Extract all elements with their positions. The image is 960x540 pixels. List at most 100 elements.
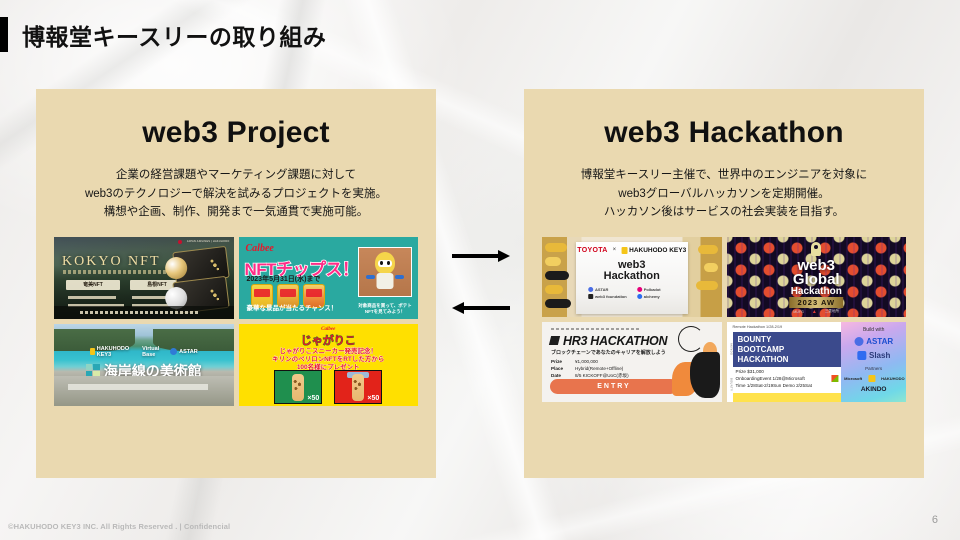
bounty-vertical-label-1: AKINDO [726, 331, 733, 367]
key3-label: HAKUHODO KEY3 [881, 375, 906, 381]
right-panel-title: web3 Hackathon [604, 116, 844, 149]
bounty-topbar: Remote Hackathon 1/28-2/19 [732, 324, 783, 329]
jal-hakuhodo-logo: JAPAN AIRLINES | HAKUHODO [177, 239, 230, 244]
toyota-brand-row: TOYOTA × HAKUHODO KEY3 [577, 246, 686, 254]
bounty-vertical-label-2: BOUNTY [726, 369, 733, 400]
kokyo-badge-shimane: 島根NFT [130, 279, 184, 290]
book-icon [548, 336, 561, 346]
hr3-illustration [660, 322, 722, 402]
calbee-mascot-image [358, 246, 412, 297]
cross-icon: × [612, 247, 617, 254]
thumbnail-kokyo-nft[interactable]: JAPAN AIRLINES | HAKUHODO KOKYO NFT 奄美NF… [54, 236, 234, 319]
toyota-title-line-2: Hackathon [603, 269, 660, 282]
thumbnail-jagarico-nft[interactable]: Calbee じゃがりこ じゃがりこスニーカー発売記念！ キリンのペリロンNFT… [238, 323, 418, 406]
polkadot-logo: Polkadot [636, 286, 676, 292]
global-sponsor-row: MUFG ▲ 三菱地所 [793, 309, 839, 315]
copyright-footer: ©HAKUHODO KEY3 INC. All Rights Reserved … [8, 522, 231, 531]
bidirectional-arrows [452, 250, 510, 314]
jagarico-card-red: ×50 [334, 369, 383, 404]
calbee-logo: Calbee [245, 242, 274, 254]
page-title: 博報堂キースリーの取り組み [22, 23, 327, 50]
right-panel-description: 博報堂キースリー主催で、世界中のエンジニアを対象に web3グローバルハッカソン… [524, 166, 924, 222]
toyota-sponsor-logos: ASTAR Polkadot web3 foundation alchemy [587, 286, 676, 299]
seawall-dock [54, 375, 234, 406]
thumbnail-toyota-key3-hackathon[interactable]: TOYOTA × HAKUHODO KEY3 web3 Hackathon AS… [542, 236, 722, 317]
kokyo-text-line-1 [68, 295, 116, 299]
web3-foundation-logo: web3 foundation [587, 293, 627, 299]
slash-logo: Slash [857, 350, 890, 360]
global-title-line-2: Global [792, 270, 840, 288]
calbee-caption: 対象商品を買って、ポテトNFTを見てみよう！ [358, 303, 412, 315]
left-panel-title: web3 Project [142, 116, 330, 149]
kokyo-title: KOKYO NFT [62, 253, 161, 269]
thumbnail-hr3-hackathon[interactable]: HR3 HACKATHON ブロックチェーンであなたのキャリアを解放しよう Pr… [542, 321, 722, 402]
right-desc-line-3: ハッカソン後はサービスの社会実装を目指す。 [603, 206, 845, 219]
left-panel-description: 企業の経営課題やマーケティング課題に対して web3のテクノロジーで解決を試みる… [36, 166, 436, 222]
kokyo-text-line-3 [132, 295, 182, 299]
bounty-info-block: Prize $31,000 OnboardingEvent 1/28@Micro… [733, 369, 842, 390]
microsoft-icon [831, 374, 839, 382]
bounty-yellow-strip [732, 392, 842, 402]
bounty-info-line-3: Time 1/28Sat-2/19Sun Demo 2/25Sat [735, 382, 812, 388]
astar-logo: ASTAR [587, 286, 627, 292]
bounty-title-line-2: BOOTCAMP [737, 345, 785, 355]
arrow-right-icon [452, 250, 510, 262]
calbee-product-packs [250, 283, 325, 308]
jagarico-nft-cards: ×50 ×50 [274, 369, 383, 404]
hill-left [54, 328, 135, 351]
partner-logo-row: Microsoft HAKUHODO KEY3 [831, 374, 906, 382]
right-desc-line-1: 博報堂キースリー主催で、世界中のエンジニアを対象に [580, 169, 868, 181]
jagarico-title: じゃがりこ [300, 334, 356, 347]
bounty-title-block: BOUNTY BOOTCAMP HACKATHON [732, 331, 842, 367]
bounty-info-line-2: OnboardingEvent 1/28@Microsoft [735, 375, 805, 381]
key3-logo: HAKUHODO KEY3 [621, 246, 686, 254]
kokyo-badge-amami: 奄美NFT [66, 279, 120, 290]
left-image-grid: JAPAN AIRLINES | HAKUHODO KOKYO NFT 奄美NF… [36, 236, 436, 406]
toyota-logo: TOYOTA [577, 246, 608, 254]
mosaic-icon [85, 363, 100, 378]
hr3-title-group: HR3 HACKATHON [548, 333, 668, 348]
global-title-line-1: web3 [797, 256, 836, 274]
bounty-title-line-3: HACKATHON [737, 355, 789, 365]
panel-web3-hackathon: web3 Hackathon 博報堂キースリー主催で、世界中のエンジニアを対象に… [524, 89, 924, 478]
left-desc-line-2: web3のテクノロジーで解決を試みるプロジェクトを実施。 [84, 187, 388, 200]
hr3-eyebrow-line [551, 327, 639, 330]
key3-keyhole-icon [811, 241, 822, 256]
global-year-badge: 2023 AW [789, 296, 844, 308]
bounty-info-line-1: Prize $31,000 [735, 368, 764, 374]
thumbnail-calbee-nft-chips[interactable]: Calbee NFTチップス！ 2023年5月31日(水)まで 豪華な景品が当た… [238, 236, 418, 319]
hr3-entry-button[interactable]: ENTRY [550, 378, 678, 394]
mitsubishi-mark-icon: ▲ [811, 308, 817, 315]
key3-icon [868, 374, 876, 382]
thumbnail-kaigansen-museum[interactable]: HAKUHODO KEY3 Virtual Base ASTAR 海岸線の美術館… [54, 323, 234, 406]
mitsubishi-estate-logo: 三菱地所 [824, 309, 840, 314]
hill-right [152, 328, 234, 351]
global-title-line-3: Hackathon [790, 285, 842, 297]
hr3-title: HR3 HACKATHON [563, 333, 668, 348]
astar-logo: ASTAR [854, 336, 893, 346]
microsoft-label: Microsoft [844, 375, 863, 381]
build-with-label: Build with [862, 326, 885, 333]
kokyo-caption-bar [54, 305, 234, 319]
hr3-subtitle: ブロックチェーンであなたのキャリアを解放しよう [551, 349, 666, 356]
left-desc-line-1: 企業の経営課題やマーケティング課題に対して [115, 169, 357, 181]
left-desc-line-3: 構想や企画、制作、開発まで一気通貫で実施可能。 [103, 206, 369, 219]
page-number: 6 [931, 514, 938, 526]
bounty-title-line-1: BOUNTY [737, 334, 772, 344]
jagarico-copy-3: 100名様にプレゼント [296, 363, 360, 372]
akindo-logo: AKINDO [860, 385, 887, 393]
mufg-logo: MUFG [793, 309, 804, 314]
calbee-headline: NFTチップス！ [244, 259, 360, 280]
kokyo-subtitle-bar [63, 269, 203, 274]
kaigansen-logo-row: HAKUHODO KEY3 Virtual Base ASTAR [89, 346, 198, 358]
astar-logo: ASTAR [170, 348, 198, 356]
panel-web3-project: web3 Project 企業の経営課題やマーケティング課題に対して web3の… [36, 89, 436, 478]
alchemy-logo: alchemy [636, 293, 676, 299]
thumbnail-web3-global-hackathon[interactable]: web3 Global Hackathon 2023 AW MUFG ▲ 三菱地… [726, 236, 906, 317]
toyota-title-line-1: web3 [617, 258, 646, 271]
bounty-left-column: Remote Hackathon 1/28-2/19 AKINDO BOUNTY… [726, 321, 842, 402]
jagarico-card-green: ×50 [274, 369, 323, 404]
thumbnail-bounty-bootcamp-hackathon[interactable]: Remote Hackathon 1/28-2/19 AKINDO BOUNTY… [726, 321, 906, 402]
